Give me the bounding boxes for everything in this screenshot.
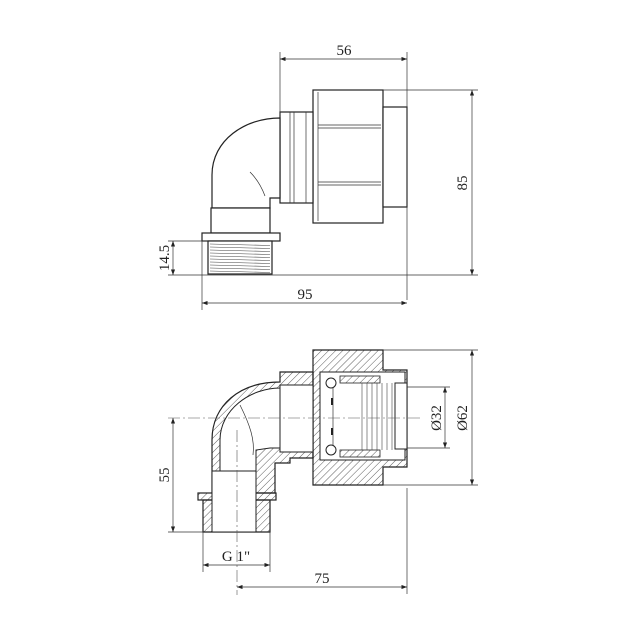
elbow-body xyxy=(211,117,281,209)
dim-56: 56 xyxy=(337,43,353,59)
dim-95: 95 xyxy=(298,287,313,303)
dim-diameter-32: Ø32 xyxy=(429,405,445,431)
thread-line xyxy=(209,243,271,246)
side-view: 56 85 14.5 95 xyxy=(157,43,478,310)
thread-line xyxy=(209,261,271,264)
nut xyxy=(312,89,408,224)
thread-line xyxy=(209,252,271,255)
elbow-section xyxy=(197,371,314,533)
thread-line xyxy=(209,270,271,273)
section-view: Ø32 Ø62 55 G 1" 75 xyxy=(157,349,478,595)
male-thread xyxy=(207,240,273,275)
dim-85: 85 xyxy=(455,176,471,191)
thread-line xyxy=(209,246,271,249)
center-lines xyxy=(168,417,420,595)
dim-55: 55 xyxy=(157,468,173,483)
dimension-lines xyxy=(168,52,478,310)
thread-line xyxy=(209,264,271,267)
dim-75: 75 xyxy=(315,571,330,587)
dim-thread-g1: G 1" xyxy=(222,549,250,565)
thread-line xyxy=(209,249,271,252)
dim-diameter-62: Ø62 xyxy=(455,405,471,431)
dimension-lines-section xyxy=(168,349,478,594)
thread-line xyxy=(209,255,271,258)
thread-line xyxy=(209,267,271,270)
hex-base xyxy=(201,207,281,242)
thread-line xyxy=(209,258,271,261)
dim-14-5: 14.5 xyxy=(157,245,173,271)
nut-section xyxy=(312,349,408,486)
collar xyxy=(279,111,314,204)
